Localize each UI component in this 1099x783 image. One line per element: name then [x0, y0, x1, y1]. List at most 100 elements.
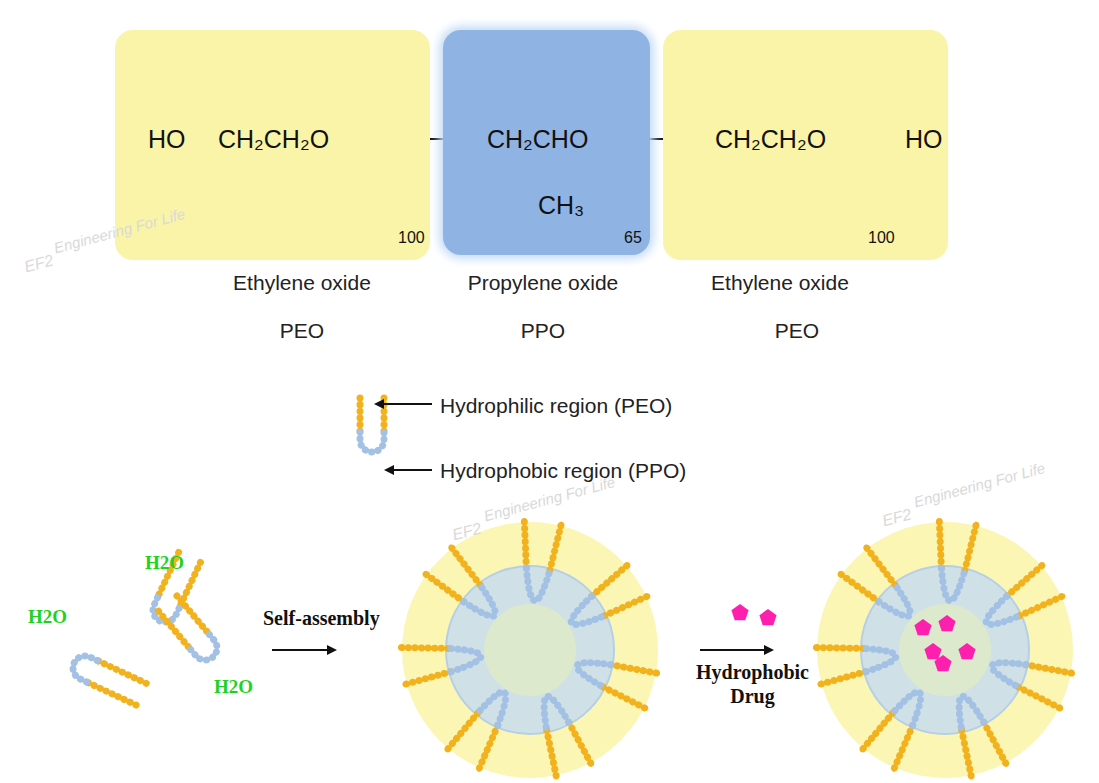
- repeat-count: 100: [868, 228, 895, 247]
- chain-core: [569, 722, 593, 766]
- chain-core: [861, 713, 893, 752]
- formula-text: CH₂CH₂O: [218, 124, 329, 154]
- chain-beads: [569, 722, 593, 766]
- chain-core: [603, 687, 648, 710]
- chain-core: [69, 652, 97, 682]
- micelle-center: [899, 604, 991, 696]
- chain-beads: [446, 713, 478, 752]
- chain-beads: [603, 687, 648, 710]
- chain-beads: [1018, 687, 1063, 710]
- drug-molecule: [914, 619, 931, 635]
- drug-molecule: [924, 643, 941, 659]
- drug-molecule: [759, 609, 776, 625]
- chain-core: [984, 722, 1008, 766]
- region-label: Hydrophobic region (PPO): [440, 458, 686, 483]
- chain-core: [359, 398, 362, 432]
- chain-core: [941, 568, 964, 601]
- chain-beads: [544, 696, 569, 730]
- chain-beads: [605, 595, 651, 616]
- chain-beads: [357, 398, 364, 432]
- repeat-count: 65: [624, 228, 642, 247]
- chain-beads: [941, 568, 964, 601]
- chain-beads: [865, 545, 895, 585]
- repeat-count: 100: [398, 228, 425, 247]
- chain-core: [87, 682, 136, 705]
- chain-beads: [526, 568, 549, 601]
- chain-beads: [550, 522, 562, 571]
- chain-beads: [450, 545, 480, 585]
- region-label: Hydrophilic region (PEO): [440, 393, 672, 418]
- block-name: Ethylene oxide: [711, 270, 849, 295]
- chain-beads: [838, 572, 878, 601]
- chain-core: [1020, 595, 1066, 616]
- chain-core: [446, 713, 478, 752]
- polymer-unimer: [69, 652, 146, 705]
- block-abbrev: PEO: [280, 318, 324, 343]
- chain-beads: [592, 563, 630, 596]
- chain-beads: [1026, 665, 1075, 674]
- chain-core: [450, 545, 480, 585]
- block-name: Ethylene oxide: [233, 270, 371, 295]
- chain-beads: [577, 663, 611, 687]
- chain-beads: [984, 722, 1008, 766]
- chain-core: [571, 596, 604, 624]
- chain-beads: [893, 692, 921, 725]
- chain-core: [939, 518, 941, 568]
- chain-core: [177, 596, 209, 634]
- micelle: [813, 518, 1075, 779]
- chain-beads: [959, 696, 984, 730]
- chain-core: [611, 665, 660, 674]
- bond-connector: [430, 138, 443, 140]
- chain-core: [544, 696, 569, 730]
- chain-beads: [69, 652, 97, 682]
- watermark: EF2: [22, 250, 55, 276]
- chain-core: [423, 572, 463, 601]
- chain-beads: [87, 682, 136, 705]
- chain-core: [159, 611, 191, 649]
- chain-beads: [965, 522, 977, 571]
- chain-beads: [547, 730, 557, 779]
- chain-core: [813, 646, 863, 650]
- chain-core: [986, 596, 1019, 624]
- chain-core: [577, 663, 611, 687]
- formula-text: CH₃: [538, 190, 584, 220]
- polymer-chains: [69, 398, 1075, 779]
- chain-core: [526, 568, 549, 601]
- chain-core: [879, 585, 911, 616]
- chain-core: [403, 672, 451, 685]
- chain-core: [592, 563, 630, 596]
- chain-beads: [524, 518, 526, 568]
- chain-core: [893, 725, 913, 771]
- chain-beads: [818, 672, 866, 685]
- chain-core: [550, 522, 562, 571]
- polymer-unimer: [360, 398, 384, 452]
- chain-beads: [464, 585, 496, 616]
- formula-text: CH₂CH₂O: [715, 124, 826, 154]
- chain-beads: [97, 661, 146, 684]
- block-abbrev: PPO: [521, 318, 565, 343]
- chain-core: [191, 634, 222, 665]
- micelle-core: [446, 566, 614, 734]
- chain-core: [992, 663, 1026, 687]
- chain-beads: [177, 596, 209, 634]
- chain-beads: [813, 644, 863, 652]
- water-label: H2O: [28, 606, 67, 629]
- chain-beads: [611, 665, 660, 674]
- chain-core: [1018, 687, 1063, 710]
- bond-connector: [650, 138, 663, 140]
- chain-beads: [423, 572, 463, 601]
- drug-molecule: [938, 615, 955, 631]
- block-name: Propylene oxide: [468, 270, 619, 295]
- polymer-unimer: [159, 596, 222, 665]
- chain-core: [360, 432, 384, 452]
- chain-core: [838, 572, 878, 601]
- chain-beads: [478, 692, 506, 725]
- chain-core: [818, 672, 866, 685]
- chain-beads: [360, 432, 384, 452]
- chain-beads: [478, 725, 498, 771]
- chain-core: [962, 730, 972, 779]
- step-label: Hydrophobic Drug: [690, 660, 815, 708]
- chain-core: [478, 692, 506, 725]
- chain-beads: [191, 634, 222, 665]
